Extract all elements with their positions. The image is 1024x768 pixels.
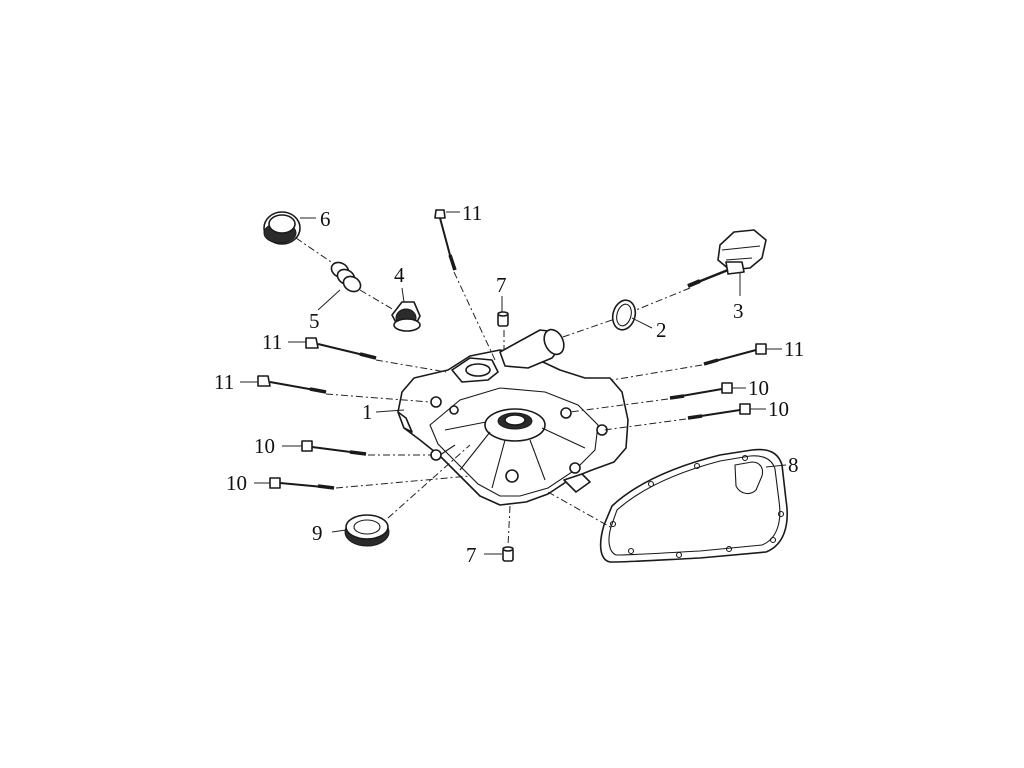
- callout-11-left-lower: 11: [214, 370, 234, 394]
- callout-8: 8: [788, 453, 799, 477]
- bolt-10-left-lower: [269, 477, 335, 490]
- dipstick-3: [687, 229, 767, 288]
- callout-11-top: 11: [462, 201, 482, 225]
- oil-seal-9: [344, 514, 390, 547]
- gasket-8: [599, 448, 788, 563]
- callout-7-bottom: 7: [466, 543, 477, 567]
- callout-1: 1: [362, 400, 373, 424]
- callout-9: 9: [312, 521, 323, 545]
- cap-6: [263, 211, 301, 245]
- callout-10-left-lower: 10: [226, 471, 247, 495]
- bolt-10-left-upper: [301, 440, 367, 456]
- callout-4: 4: [394, 263, 405, 287]
- callout-7-top: 7: [496, 273, 507, 297]
- callout-10-right-lower: 10: [768, 397, 789, 421]
- crankcase-cover-1: [397, 328, 629, 506]
- assembly-lines: [295, 237, 703, 547]
- bolt-11-top: [434, 209, 457, 271]
- bolt-10-right-lower: [687, 403, 751, 420]
- o-ring-2: [611, 299, 637, 331]
- bolt-11-right: [703, 343, 767, 366]
- bolt-10-right-upper: [669, 382, 733, 400]
- bolt-11-left-upper: [305, 337, 377, 360]
- dowel-pin-7-top: [497, 311, 509, 327]
- callout-11-right: 11: [784, 337, 804, 361]
- callout-6: 6: [320, 207, 331, 231]
- leader-lines: [240, 211, 787, 555]
- filter-plug-4: [391, 301, 421, 332]
- callout-5: 5: [309, 309, 320, 333]
- callout-labels: 6 11 7 4 5 11 11 1 2 3 11 10 10 10 10 8 …: [214, 201, 804, 567]
- callout-3: 3: [733, 299, 744, 323]
- dowel-pin-7-bottom: [502, 546, 514, 562]
- bolt-11-left-lower: [257, 375, 327, 394]
- callout-10-left-upper: 10: [254, 434, 275, 458]
- callout-11-left-upper: 11: [262, 330, 282, 354]
- spring-5: [330, 261, 362, 293]
- callout-2: 2: [656, 318, 667, 342]
- callout-10-right-upper: 10: [748, 376, 769, 400]
